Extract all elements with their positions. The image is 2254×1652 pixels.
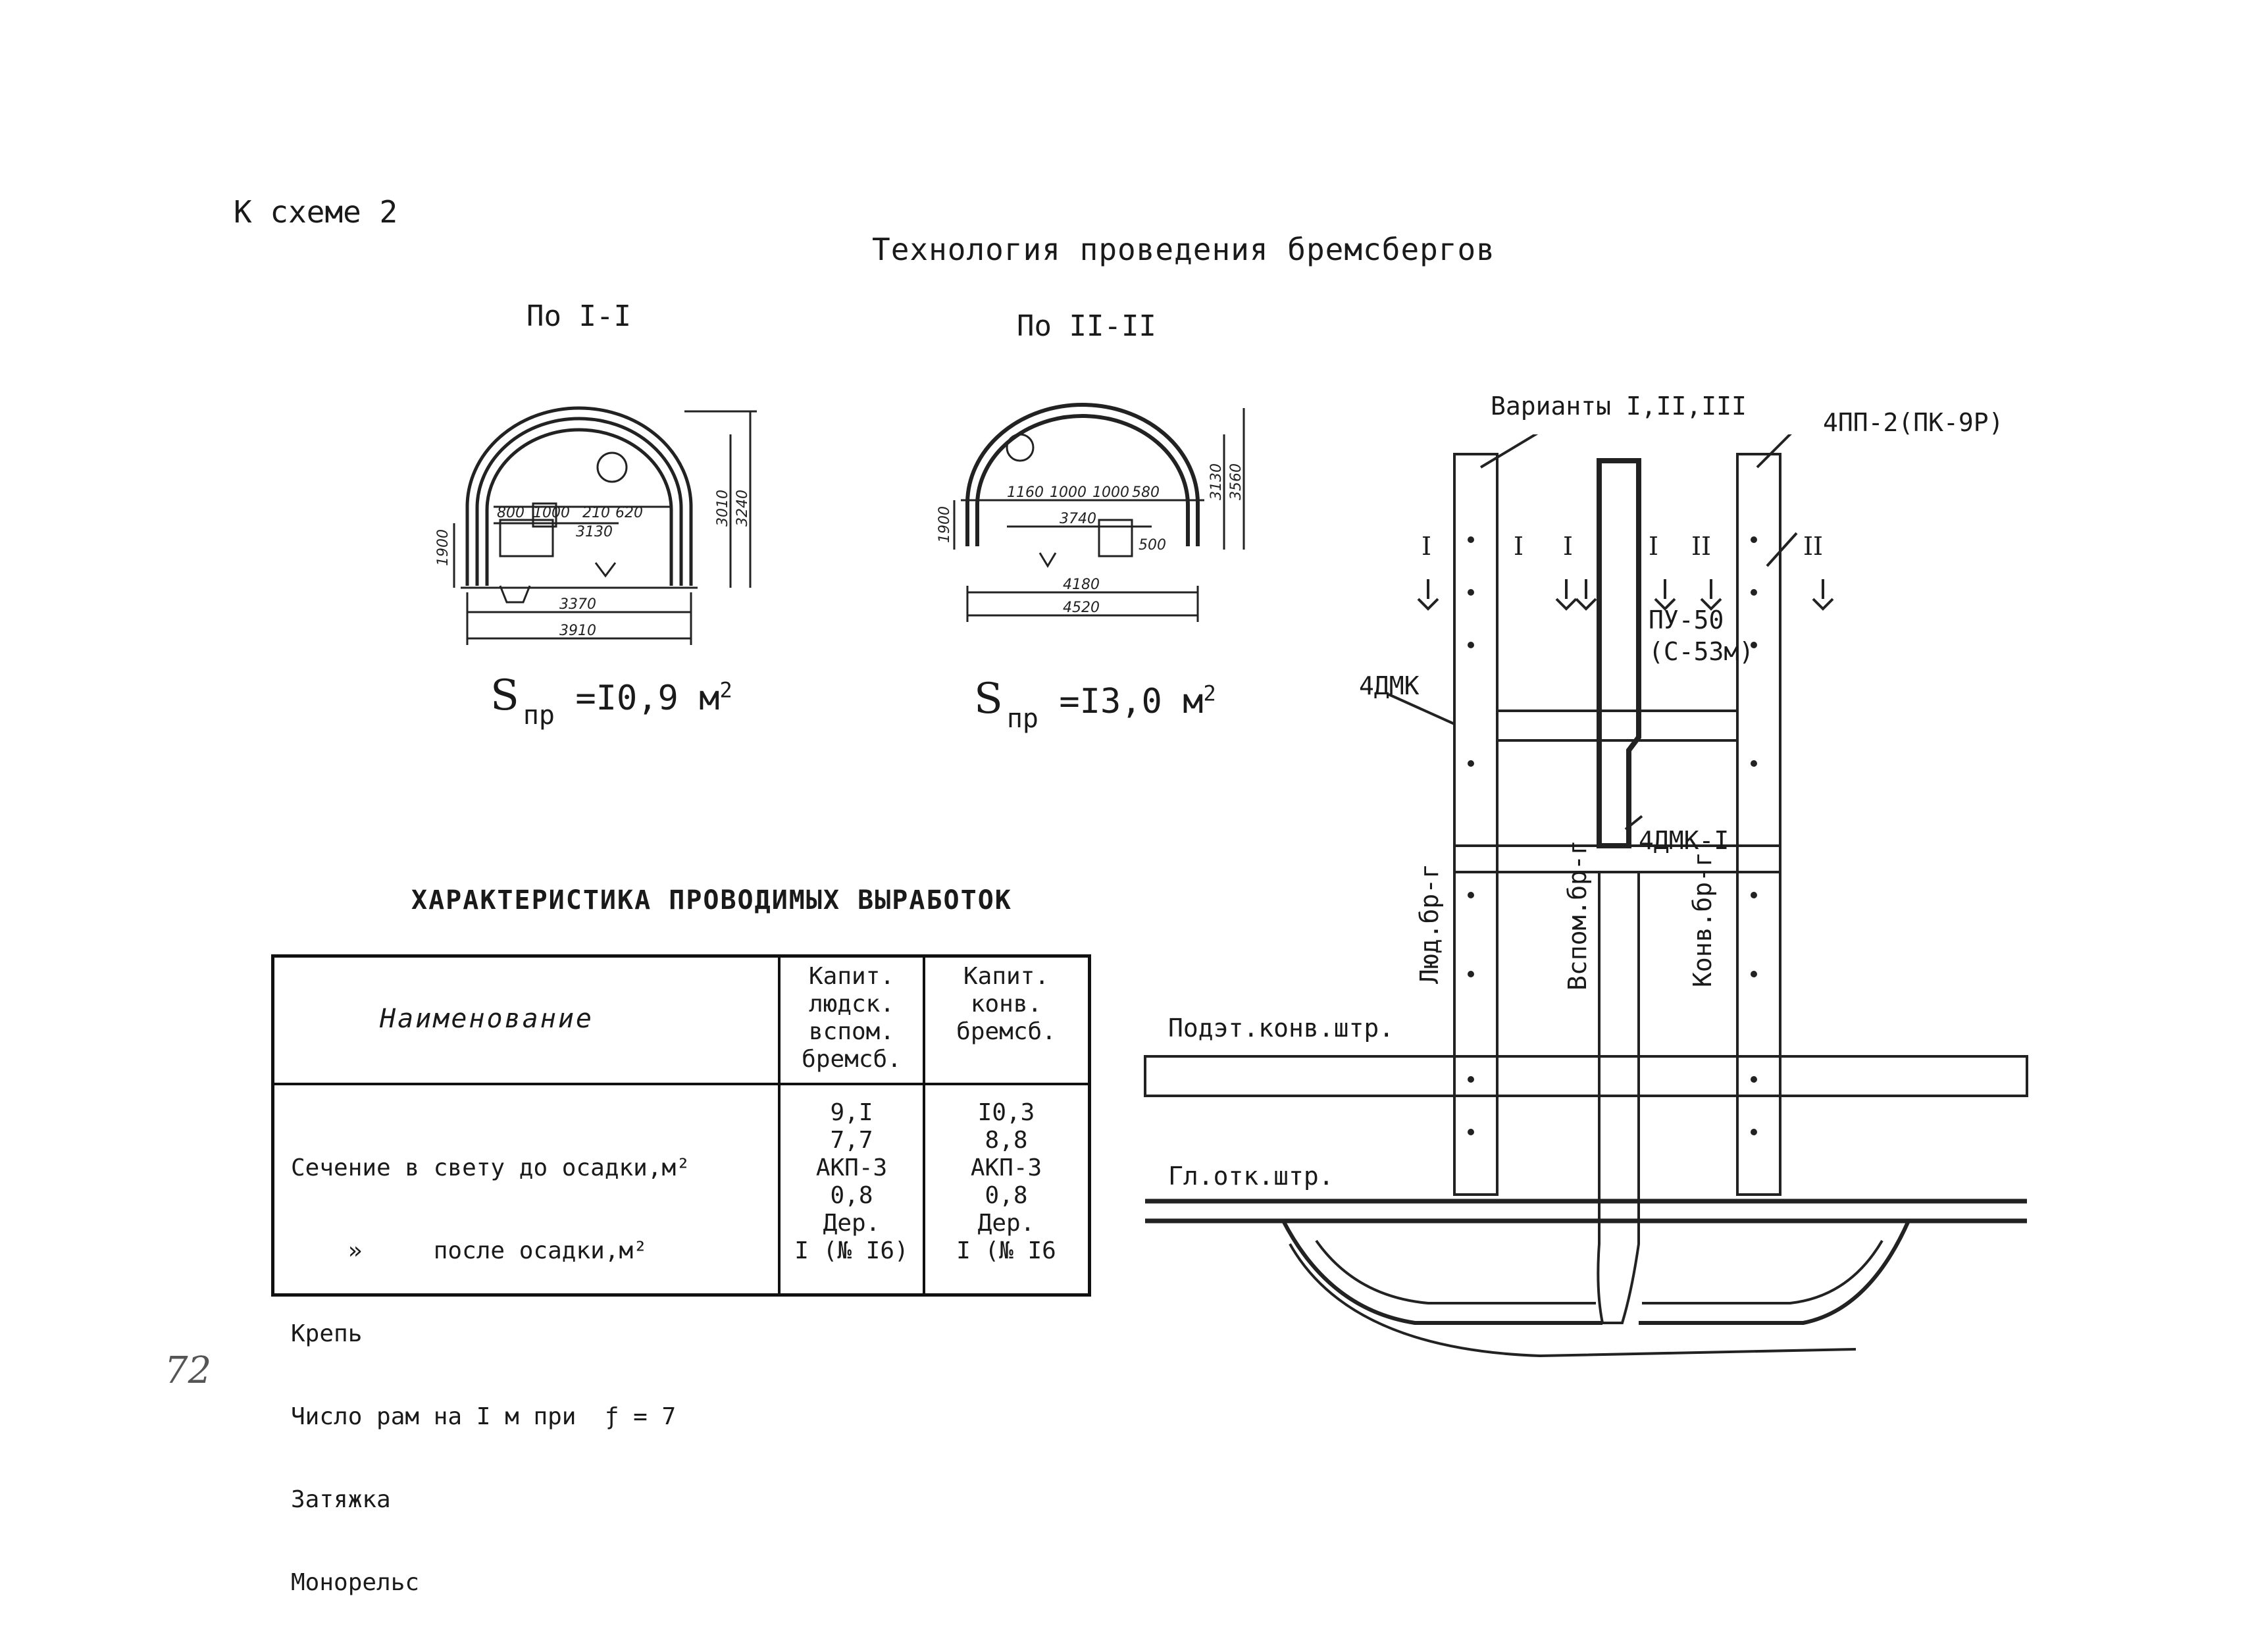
table-cell: 0,8: [985, 1182, 1028, 1209]
table-cell: 9,I: [830, 1099, 873, 1126]
aux-incline-label: Вспом.бр-г: [1563, 840, 1592, 991]
dim-4520: 4520: [1063, 600, 1100, 616]
dim-3740: 3740: [1060, 511, 1096, 527]
table-cell: АКП-3: [970, 1154, 1042, 1181]
cut-mark-label: II: [1691, 532, 1712, 561]
table-cell: I0,3: [977, 1099, 1035, 1126]
variants-label: Варианты I,II,III: [1491, 392, 1747, 421]
dim-3130-s2: 3130: [1208, 463, 1225, 500]
cut-mark-label: I: [1649, 532, 1659, 561]
table-row-name: Число рам на I м при ƒ = 7: [291, 1403, 677, 1430]
table-cell: Дер.: [823, 1210, 881, 1237]
people-incline-label: Люд.бр-г: [1415, 863, 1444, 984]
row-names: Сечение в свету до осадки,м² » после оса…: [291, 1099, 690, 1652]
dim-3910: 3910: [559, 623, 596, 639]
dim-1900: 1900: [435, 529, 451, 566]
characteristics-title: ХАРАКТЕРИСТИКА ПРОВОДИМЫХ ВЫРАБОТОК: [411, 885, 1012, 916]
area-exponent: 2: [719, 677, 732, 703]
dim-580: 580: [1132, 484, 1160, 501]
cut-mark-label: I: [1563, 532, 1574, 561]
table-cell: 0,8: [830, 1182, 873, 1209]
section2-label: По II-II: [1017, 309, 1156, 343]
area-value: =I3,0 м: [1059, 682, 1204, 721]
table-cell: I (№ I6: [956, 1237, 1056, 1264]
header-col1: Капит. людск. вспом. бремсб.: [802, 963, 902, 1073]
plan-drawing: [1144, 434, 2028, 1358]
subway-conv-label: Подэт.конв.штр.: [1168, 1014, 1395, 1043]
conv-incline-label: Конв.бр-г: [1688, 852, 1717, 987]
dim-3370: 3370: [559, 596, 596, 613]
cross-section-2-drawing: 1160 1000 1000 580 3740 500 4180 4520 19…: [936, 403, 1245, 622]
dmk-mid-label: 4ДМК-I: [1639, 826, 1729, 855]
section1-label: По I-I: [526, 299, 631, 333]
characteristics-table: Наименование Капит. людск. вспом. бремсб…: [271, 954, 1091, 1596]
dim-3130: 3130: [576, 524, 613, 540]
cross-section-1-drawing: 800 1000 210 620 3130 3370 3910 1900 301…: [435, 406, 757, 645]
table-cell: I (№ I6): [794, 1237, 909, 1264]
table-cell: 8,8: [985, 1127, 1028, 1154]
cut-mark-label: I: [1514, 532, 1524, 561]
col1-values: 9,I 7,7 АКП-3 0,8 Дер. I (№ I6): [782, 1099, 921, 1265]
dim-1000a: 1000: [1050, 484, 1087, 501]
dim-800: 800: [497, 505, 525, 521]
dim-3010: 3010: [715, 490, 731, 527]
table-cell: Дер.: [977, 1210, 1035, 1237]
winch-label: 4ПП-2(ПК-9Р): [1823, 408, 2004, 437]
page-number: 72: [165, 1349, 212, 1392]
main-haul-label: Гл.отк.штр.: [1168, 1162, 1334, 1191]
area-symbol: S: [490, 671, 519, 720]
area-symbol: S: [974, 675, 1003, 723]
table-cell: 7,7: [830, 1127, 873, 1154]
dim-1900-s2: 1900: [936, 506, 953, 543]
dim-500: 500: [1139, 537, 1166, 554]
dim-3560: 3560: [1228, 463, 1244, 500]
dim-620: 620: [615, 505, 643, 521]
loader-alt-label: (С-53м): [1649, 637, 1755, 666]
dim-1000b: 1000: [1092, 484, 1129, 501]
header-col2: Капит. конв. бремсб.: [956, 963, 1056, 1045]
dmk-left-label: 4ДМК: [1359, 671, 1420, 700]
page-title: Технология проведения бремсбергов: [872, 232, 1495, 267]
table-row-name: » после осадки,м²: [291, 1237, 648, 1264]
area-exponent: 2: [1203, 681, 1216, 706]
dim-1160: 1160: [1007, 484, 1044, 501]
cut-mark-label: II: [1803, 532, 1824, 561]
table-row-name: Сечение в свету до осадки,м²: [291, 1154, 690, 1181]
dim-210: 210: [582, 505, 610, 521]
table-row-name: Монорельс: [291, 1569, 420, 1596]
dim-3240: 3240: [734, 490, 751, 527]
dim-4180: 4180: [1063, 577, 1100, 593]
header-name: Наименование: [380, 1004, 594, 1034]
cut-mark-label: I: [1422, 532, 1432, 561]
table-cell: АКП-3: [815, 1154, 888, 1181]
col2-values: I0,3 8,8 АКП-3 0,8 Дер. I (№ I6: [927, 1099, 1085, 1265]
area-subscript: пр: [523, 700, 555, 731]
area-subscript: пр: [1006, 704, 1039, 734]
loader-label: ПУ-50: [1649, 606, 1724, 634]
table-row-name: Крепь: [291, 1320, 363, 1347]
scheme-reference: К схеме 2: [234, 194, 398, 230]
area-value: =I0,9 м: [575, 679, 720, 718]
table-row-name: Затяжка: [291, 1486, 391, 1513]
dim-1000: 1000: [533, 505, 570, 521]
